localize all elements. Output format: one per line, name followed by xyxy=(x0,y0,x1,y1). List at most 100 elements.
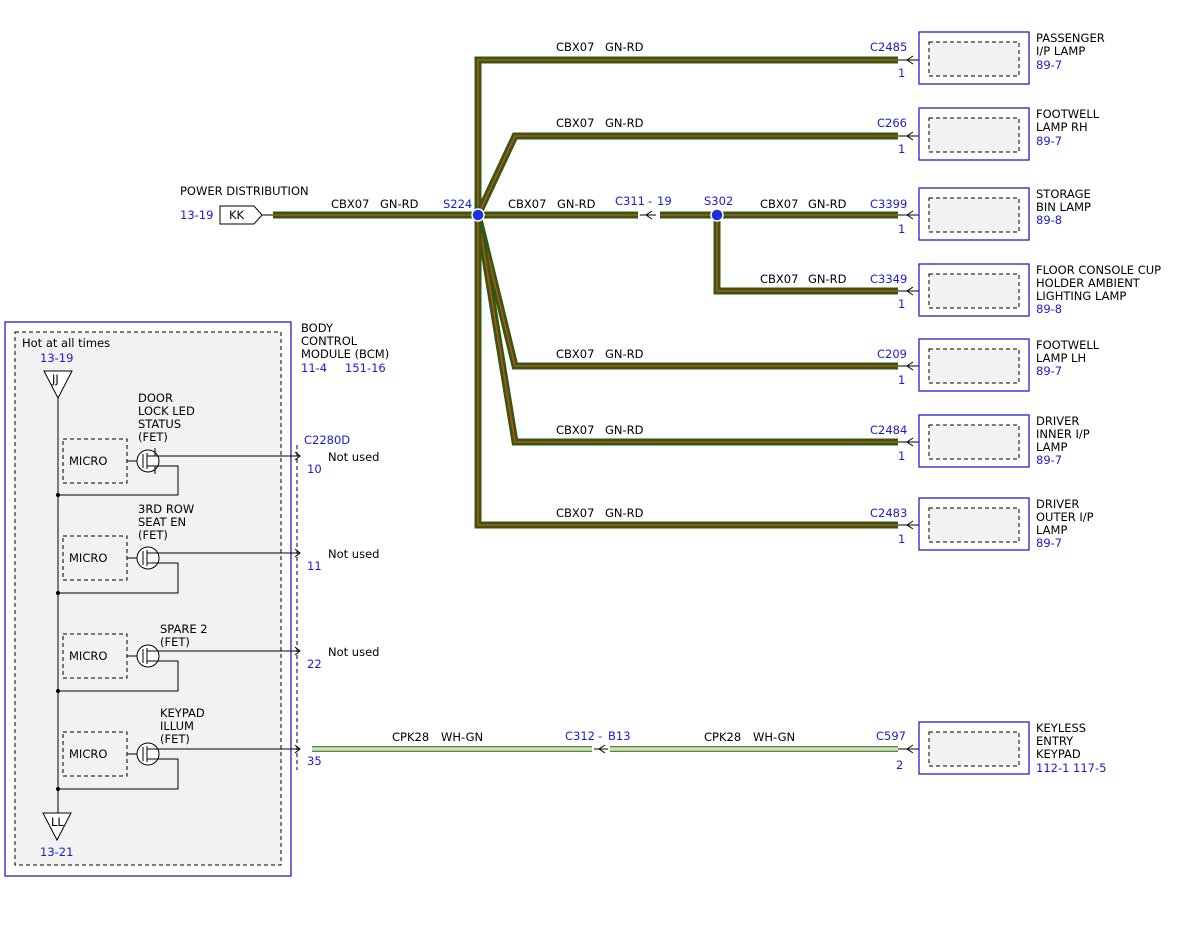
pin-number: 1 xyxy=(898,142,905,156)
inline-connector-c312[interactable]: C312 - B13 xyxy=(565,729,631,754)
power-terminal-kk[interactable] xyxy=(219,205,263,225)
branch-c3399: CBX07 GN-RD C3399 1 STORAGE BIN LAMP 89-… xyxy=(760,187,1091,241)
micro-label: MICRO xyxy=(69,454,107,468)
fet-label-line3: (FET) xyxy=(138,528,168,542)
branch-wire-color: GN-RD xyxy=(605,40,644,54)
component-label-line2: INNER I/P xyxy=(1036,427,1090,441)
bcm-circuit-spare-2: MICRO SPARE 2 (FET) 22 Not used xyxy=(56,622,379,693)
bcm-inner xyxy=(14,331,282,866)
bcm-ref-2[interactable]: 151-16 xyxy=(345,361,386,375)
terminal-ll-label: LL xyxy=(51,815,64,829)
bcm-ref-1[interactable]: 11-4 xyxy=(301,361,327,375)
fet-label-line1: DOOR xyxy=(138,391,173,405)
pin-number: 1 xyxy=(898,373,905,387)
branch-wire-id: CBX07 xyxy=(556,423,594,437)
wire-s224-c2483[interactable] xyxy=(474,215,898,529)
component-ref-2[interactable]: 117-5 xyxy=(1073,761,1106,775)
component-label-line3: LAMP xyxy=(1036,440,1067,454)
component-label-line2: LAMP RH xyxy=(1036,120,1088,134)
component-ref[interactable]: 89-7 xyxy=(1036,134,1062,148)
wire-id-b: CPK28 xyxy=(704,730,741,744)
branch-wire-color: GN-RD xyxy=(605,506,644,520)
fet-label-line1: 3RD ROW xyxy=(138,502,194,516)
component-label-line2: ENTRY xyxy=(1036,734,1074,748)
trunk-wire-id: CBX07 xyxy=(331,197,369,211)
fet-label-line4: (FET) xyxy=(138,430,168,444)
component-label-line1: FOOTWELL xyxy=(1036,107,1100,121)
branch-wire-id: CBX07 xyxy=(556,116,594,130)
pin-number: 22 xyxy=(307,657,322,671)
connector-c3399[interactable]: C3399 xyxy=(870,197,907,211)
segment-wire-id: CBX07 xyxy=(508,197,546,211)
terminal-jj[interactable] xyxy=(43,370,73,400)
bcm-module: Hot at all times 13-19 BODY CONTROL MODU… xyxy=(4,321,389,877)
connector-c266[interactable]: C266 xyxy=(877,116,907,130)
micro-label: MICRO xyxy=(69,649,107,663)
bcm-title-line3: MODULE (BCM) xyxy=(301,347,389,361)
connector-c2484[interactable]: C2484 xyxy=(870,423,907,437)
splice-s302[interactable]: S302 xyxy=(704,194,733,222)
connector-c2280d[interactable]: C2280D xyxy=(304,433,350,447)
bcm-title-line1: BODY xyxy=(301,321,334,335)
branch-wire-color: GN-RD xyxy=(808,197,847,211)
component-ref[interactable]: 89-7 xyxy=(1036,536,1062,550)
component-ref[interactable]: 89-7 xyxy=(1036,58,1062,72)
s224-label: S224 xyxy=(443,197,472,211)
pin-number: 1 xyxy=(898,66,905,80)
pin-note: Not used xyxy=(328,645,379,659)
trunk-wire-color: GN-RD xyxy=(380,197,419,211)
wire-color-a: WH-GN xyxy=(441,730,483,744)
branch-wire-color: GN-RD xyxy=(605,116,644,130)
c312-name: C312 xyxy=(565,729,595,743)
bcm-bottom-ref[interactable]: 13-21 xyxy=(40,845,73,859)
component-label-line1: DRIVER xyxy=(1036,414,1079,428)
connector-c597[interactable]: C597 xyxy=(876,729,906,743)
connector-c2483[interactable]: C2483 xyxy=(870,506,907,520)
micro-label: MICRO xyxy=(69,747,107,761)
pin-note: Not used xyxy=(328,547,379,561)
bcm-circuit-keypad-illum: MICRO KEYPAD ILLUM (FET) 35 xyxy=(56,706,322,791)
connector-c2485[interactable]: C2485 xyxy=(870,40,907,54)
wire-id-a: CPK28 xyxy=(392,730,429,744)
inline-connector-c311[interactable]: C311 - 19 xyxy=(615,194,672,220)
fet-symbol xyxy=(136,449,160,473)
branch-wire-id: CBX07 xyxy=(760,197,798,211)
branch-c266: CBX07 GN-RD C266 1 FOOTWELL LAMP RH 89-7 xyxy=(556,107,1100,161)
fet-label-line3: (FET) xyxy=(160,732,190,746)
terminal-ll[interactable] xyxy=(42,812,72,842)
fet-symbol xyxy=(136,742,160,766)
component-label-line3: LIGHTING LAMP xyxy=(1036,289,1126,303)
branch-c2483: CBX07 GN-RD C2483 1 DRIVER OUTER I/P LAM… xyxy=(556,497,1094,551)
component-label-line1: DRIVER xyxy=(1036,497,1079,511)
component-label-line3: LAMP xyxy=(1036,523,1067,537)
connector-c3349[interactable]: C3349 xyxy=(870,272,907,286)
bcm-circuit-3rd-row-seat: MICRO 3RD ROW SEAT EN (FET) 11 Not used xyxy=(56,502,379,595)
c311-pin: 19 xyxy=(657,194,672,208)
connector-c209[interactable]: C209 xyxy=(877,347,907,361)
wire-s224-c2484[interactable] xyxy=(474,214,898,446)
component-ref[interactable]: 89-8 xyxy=(1036,213,1062,227)
bcm-top-ref[interactable]: 13-19 xyxy=(40,351,73,365)
branch-wire-color: GN-RD xyxy=(605,423,644,437)
component-ref[interactable]: 89-8 xyxy=(1036,302,1062,316)
micro-label: MICRO xyxy=(69,551,107,565)
component-ref[interactable]: 89-7 xyxy=(1036,453,1062,467)
branch-wire-color: GN-RD xyxy=(808,272,847,286)
splice-s224[interactable]: S224 xyxy=(443,197,485,222)
component-ref[interactable]: 89-7 xyxy=(1036,364,1062,378)
pin-number: 1 xyxy=(898,297,905,311)
pin-number: 11 xyxy=(307,559,322,573)
component-label-line1: KEYLESS xyxy=(1036,721,1086,735)
micro-block xyxy=(62,731,128,777)
pin-number: 1 xyxy=(898,532,905,546)
branch-c2485: CBX07 GN-RD C2485 1 PASSENGER I/P LAMP 8… xyxy=(556,31,1105,85)
fet-label-line2: ILLUM xyxy=(160,719,194,733)
fet-symbol xyxy=(136,644,160,668)
micro-block xyxy=(62,438,128,484)
branch-wire-id: CBX07 xyxy=(556,347,594,361)
bcm-title-line2: CONTROL xyxy=(301,334,358,348)
component-label-line1: PASSENGER xyxy=(1036,31,1105,45)
component-ref-1[interactable]: 112-1 xyxy=(1036,761,1069,775)
pin-number: 2 xyxy=(896,758,903,772)
